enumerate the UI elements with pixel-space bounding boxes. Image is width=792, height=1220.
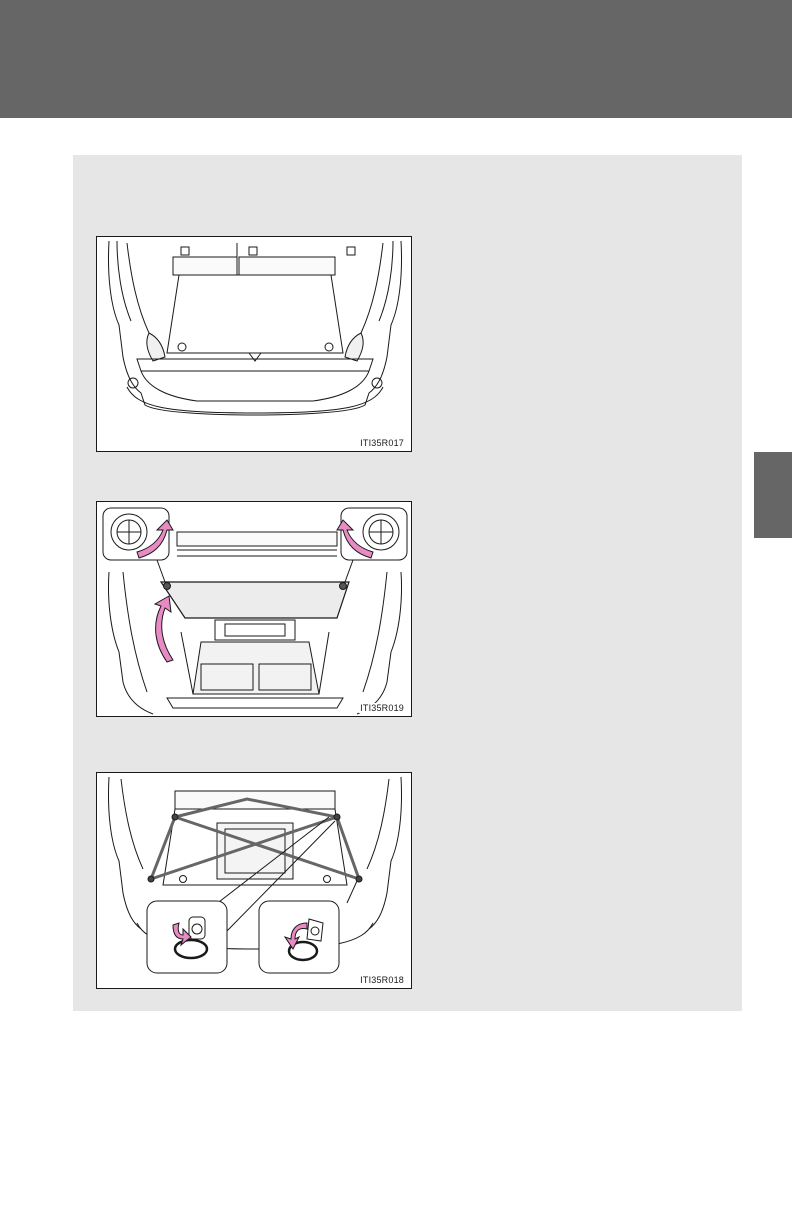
figure-deck-board-lifted: ITI35R019	[96, 501, 412, 717]
chapter-tab	[754, 452, 792, 538]
cargo-hooks-icon	[97, 773, 412, 989]
figure-code: ITI35R018	[359, 975, 405, 985]
figure-code: ITI35R017	[359, 438, 405, 448]
cargo-area-deck-board-icon	[97, 237, 412, 452]
figure-code: ITI35R019	[359, 703, 405, 713]
figure-cargo-hooks: ITI35R018	[96, 772, 412, 989]
figure-cargo-area: ITI35R017	[96, 236, 412, 452]
deck-board-lifted-icon	[97, 502, 412, 717]
header-bar	[0, 0, 792, 118]
